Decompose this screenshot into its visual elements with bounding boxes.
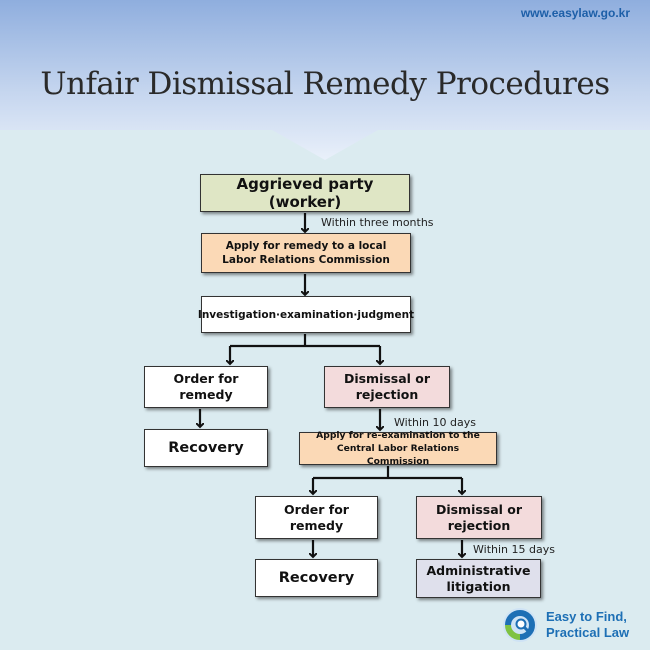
node-order-for-remedy-1-label: Order for remedy xyxy=(173,371,239,402)
node-administrative-litigation-label: Administrative litigation xyxy=(426,562,531,594)
page-title: Unfair Dismissal Remedy Procedures xyxy=(40,66,610,102)
note-within-10-days: Within 10 days xyxy=(394,416,476,429)
branch-connector-2 xyxy=(313,466,462,480)
note-within-three-months: Within three months xyxy=(321,216,434,229)
node-dismissal-2-label: Dismissal or rejection xyxy=(435,501,523,533)
node-recovery-2: Recovery xyxy=(255,559,378,597)
node-recovery-2-label: Recovery xyxy=(278,570,355,586)
logo-line-2: Practical Law xyxy=(546,625,630,640)
logo-text: Easy to Find, Practical Law xyxy=(546,609,629,641)
node-dismissal-1-label: Dismissal or rejection xyxy=(343,371,431,402)
node-investigation: Investigation·examination·judgment xyxy=(197,296,415,333)
node-aggrieved-party: Aggrieved party (worker) xyxy=(200,174,410,212)
node-dismissal-1: Dismissal or rejection xyxy=(324,366,450,408)
node-order-for-remedy-2: Order for remedy xyxy=(255,496,378,539)
node-investigation-label: Investigation·examination·judgment xyxy=(197,308,415,321)
node-apply-local-commission: Apply for remedy to a local Labor Relati… xyxy=(201,233,411,273)
node-recovery-1-label: Recovery xyxy=(168,440,244,456)
node-aggrieved-party-label: Aggrieved party (worker) xyxy=(236,175,374,211)
node-apply-central-commission: Apply for re-examination to the Central … xyxy=(299,430,497,467)
node-apply-central-commission-label: Apply for re-examination to the Central … xyxy=(316,430,480,467)
node-administrative-litigation: Administrative litigation xyxy=(416,559,541,598)
node-recovery-1: Recovery xyxy=(144,429,268,467)
node-order-for-remedy-2-label: Order for remedy xyxy=(284,501,349,533)
note-within-15-days: Within 15 days xyxy=(473,543,555,556)
node-apply-local-commission-label: Apply for remedy to a local Labor Relati… xyxy=(222,240,390,266)
node-dismissal-2: Dismissal or rejection xyxy=(416,496,542,539)
logo-icon xyxy=(503,608,537,642)
branch-connector-1 xyxy=(230,334,380,348)
node-order-for-remedy-1: Order for remedy xyxy=(144,366,268,408)
logo-line-1: Easy to Find, xyxy=(546,609,627,624)
site-url: www.easylaw.go.kr xyxy=(520,6,630,20)
